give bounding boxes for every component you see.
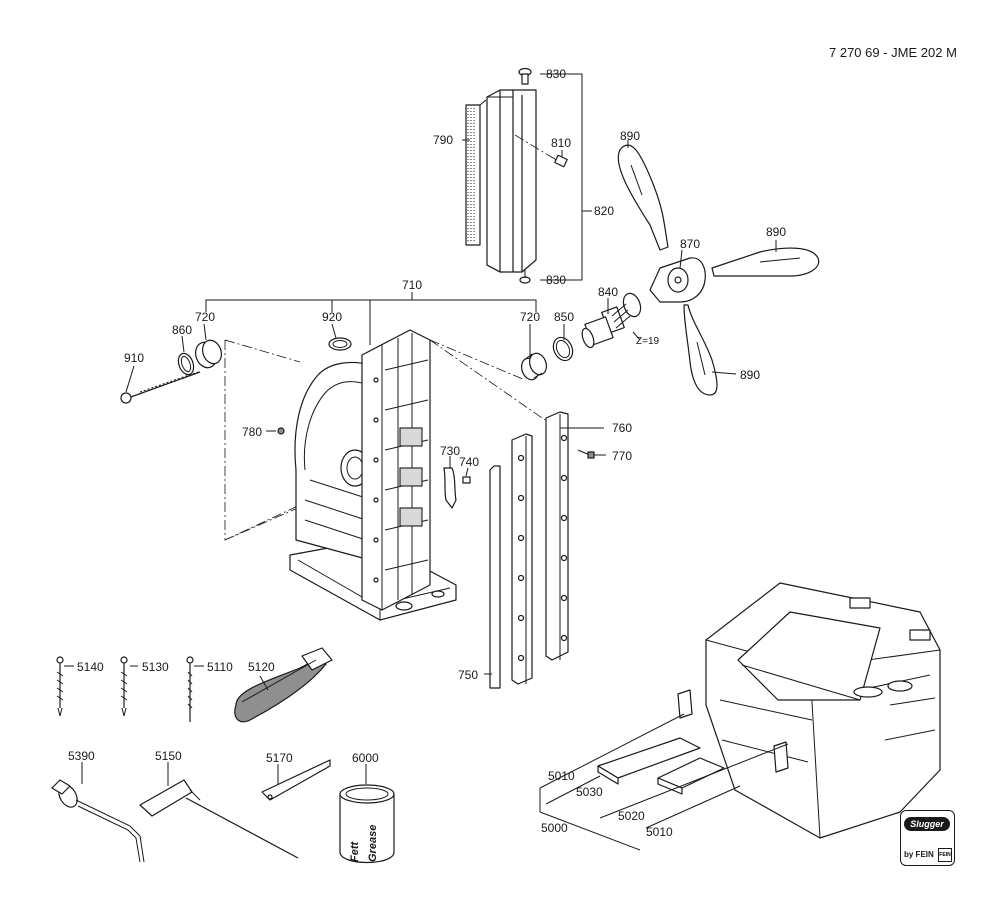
case-latch-right bbox=[773, 741, 789, 773]
part-790-gear-rack bbox=[465, 99, 487, 246]
callout-5010-right: 5010 bbox=[646, 825, 673, 839]
callout-5130: 5130 bbox=[142, 660, 169, 674]
callout-890-upper: 890 bbox=[620, 129, 640, 143]
can-label-grease: Grease bbox=[367, 825, 379, 862]
callout-860: 860 bbox=[172, 323, 192, 337]
part-5020-foam-insert bbox=[657, 757, 725, 795]
part-830-top-screw bbox=[518, 67, 532, 85]
callout-5140: 5140 bbox=[77, 660, 104, 674]
callout-5000: 5000 bbox=[541, 821, 568, 835]
logo-brand-text: Slugger bbox=[904, 817, 950, 831]
part-750-strip bbox=[489, 465, 501, 689]
part-810-screw bbox=[547, 154, 568, 168]
callout-720-left: 720 bbox=[195, 310, 215, 324]
part-5390-centering-pin bbox=[51, 779, 145, 863]
part-6000-grease-can: Fett Grease bbox=[339, 784, 395, 864]
logo-fein-mark: FEIN bbox=[938, 848, 952, 862]
part-860-retaining-ring bbox=[177, 352, 195, 376]
part-740-screw bbox=[462, 476, 471, 484]
callout-5110: 5110 bbox=[207, 660, 233, 674]
part-890-handle-right bbox=[711, 247, 820, 277]
part-770-screw bbox=[577, 449, 595, 459]
part-890-handle-upper bbox=[617, 144, 669, 251]
rack-assembly bbox=[462, 67, 592, 284]
callout-z19: Z=19 bbox=[636, 336, 660, 347]
slugger-fein-logo: Slugger by FEIN FEIN bbox=[900, 810, 955, 866]
bracket-710 bbox=[205, 299, 537, 345]
callout-820: 820 bbox=[594, 204, 614, 218]
callout-790: 790 bbox=[433, 133, 453, 147]
callout-830-bottom: 830 bbox=[546, 273, 566, 287]
callout-5390: 5390 bbox=[68, 749, 95, 763]
part-5170-wedge bbox=[261, 759, 331, 801]
callout-870: 870 bbox=[680, 237, 700, 251]
can-label-fett: Fett bbox=[349, 841, 361, 863]
callout-750: 750 bbox=[458, 668, 478, 682]
callout-6000: 6000 bbox=[352, 751, 379, 765]
callout-710: 710 bbox=[402, 278, 422, 292]
part-820-column bbox=[486, 89, 537, 273]
part-720-right-bushing bbox=[520, 352, 548, 381]
callout-830-top: 830 bbox=[546, 67, 566, 81]
logo-by-text: by FEIN bbox=[904, 850, 934, 859]
callout-720-right: 720 bbox=[520, 310, 540, 324]
part-780-plug bbox=[277, 427, 285, 435]
part-5120-strap bbox=[234, 647, 333, 723]
callout-850: 850 bbox=[554, 310, 574, 324]
callout-920: 920 bbox=[322, 310, 342, 324]
leader-5000-group bbox=[539, 713, 789, 851]
part-830-bottom-screw bbox=[519, 270, 531, 284]
part-710-stand-frame bbox=[224, 329, 546, 621]
callout-770: 770 bbox=[612, 449, 632, 463]
callout-780: 780 bbox=[242, 425, 262, 439]
callout-740: 740 bbox=[459, 455, 479, 469]
part-760-guide-rail-front bbox=[511, 433, 533, 685]
callout-5030: 5030 bbox=[576, 785, 603, 799]
document-number: 7 270 69 - JME 202 M bbox=[829, 45, 957, 60]
part-5150-hex-key bbox=[139, 779, 299, 859]
part-760-guide-rail-back bbox=[545, 411, 569, 661]
callout-890-right: 890 bbox=[766, 225, 786, 239]
part-730-clip bbox=[443, 467, 457, 509]
callout-730: 730 bbox=[440, 444, 460, 458]
callout-760: 760 bbox=[612, 421, 632, 435]
part-5110-pin bbox=[186, 656, 194, 722]
part-5130-pin bbox=[120, 656, 128, 717]
part-850-circlip bbox=[552, 336, 574, 362]
case-latch-left bbox=[677, 689, 693, 719]
callout-810: 810 bbox=[551, 136, 571, 150]
callout-840: 840 bbox=[598, 285, 618, 299]
callout-5120: 5120 bbox=[248, 660, 275, 674]
callout-5170: 5170 bbox=[266, 751, 293, 765]
part-910-bolt bbox=[120, 371, 201, 404]
feed-handle-assembly bbox=[520, 144, 820, 396]
callout-5150: 5150 bbox=[155, 749, 182, 763]
callout-5010-left: 5010 bbox=[548, 769, 575, 783]
callout-5020: 5020 bbox=[618, 809, 645, 823]
part-840-pinion-sleeve bbox=[581, 316, 614, 349]
part-720-left-bushing bbox=[195, 339, 223, 369]
part-920-o-ring bbox=[328, 337, 352, 351]
carrying-case bbox=[677, 582, 941, 839]
part-870-hub bbox=[649, 257, 706, 303]
callout-890-lower: 890 bbox=[740, 368, 760, 382]
callout-910: 910 bbox=[124, 351, 144, 365]
part-890-handle-lower bbox=[683, 304, 718, 396]
part-5030-foam-insert bbox=[597, 737, 701, 785]
part-5140-pin bbox=[56, 656, 64, 717]
